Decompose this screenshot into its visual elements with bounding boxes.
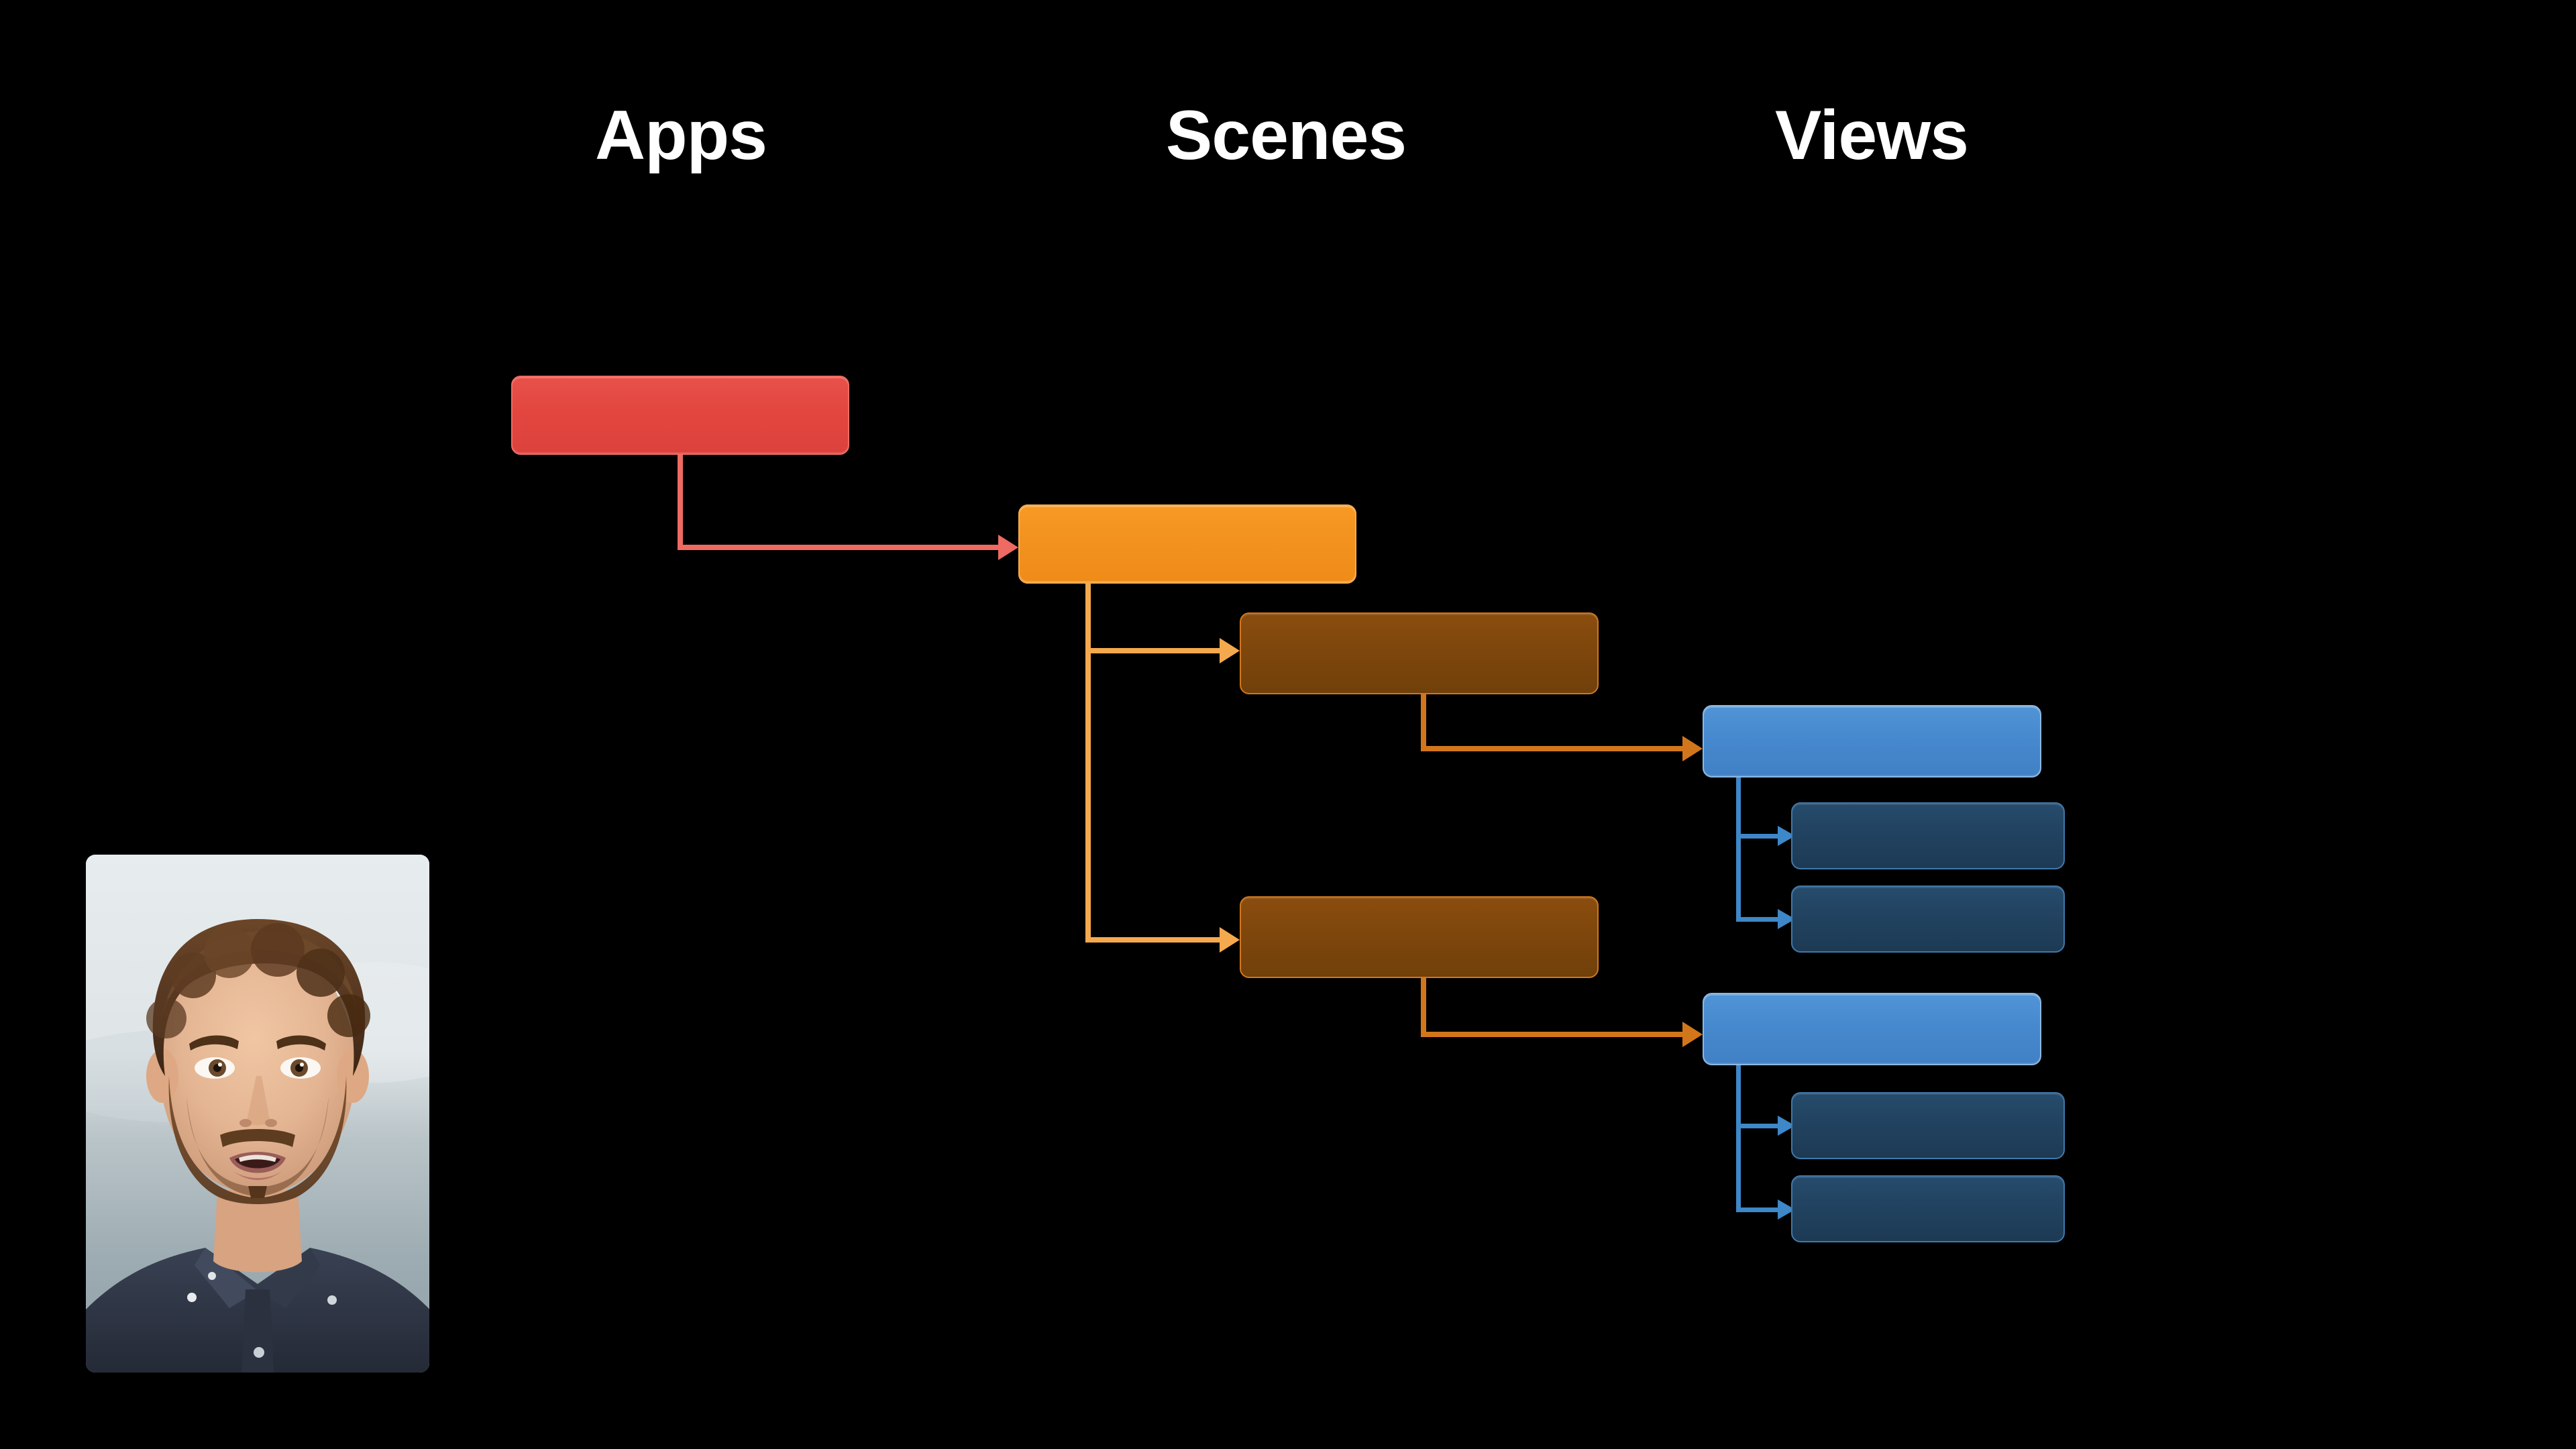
node-subview-1[interactable]: [1791, 802, 2065, 869]
connector-window-2-to-view-2-vertical: [1421, 978, 1426, 1037]
node-window-1[interactable]: [1240, 612, 1599, 694]
presenter-video-thumbnail: [86, 855, 429, 1373]
connector-window-2-to-view-2-arrowhead: [1682, 1022, 1703, 1047]
connector-window-1-to-view-1-arrowhead: [1682, 736, 1703, 761]
connector-window-2-to-view-2-horizontal: [1421, 1032, 1682, 1037]
connector-scene-to-window-1-horizontal: [1085, 648, 1220, 653]
connector-window-1-to-view-1-vertical: [1421, 694, 1426, 751]
connector-app-to-scene-arrowhead: [998, 535, 1018, 560]
connector-app-to-scene-vertical: [678, 455, 683, 550]
connector-view-2-trunk: [1736, 1065, 1741, 1212]
connector-scene-trunk: [1085, 584, 1091, 943]
connector-view-2-to-subview-3-horizontal: [1736, 1124, 1778, 1128]
connector-scene-to-window-2-horizontal: [1085, 937, 1220, 943]
connector-app-to-scene-horizontal: [678, 545, 998, 550]
connector-window-1-to-view-1-horizontal: [1421, 746, 1682, 751]
presenter-portrait: [86, 855, 429, 1373]
connector-view-2-to-subview-4-horizontal: [1736, 1208, 1778, 1212]
connector-view-1-trunk: [1736, 777, 1741, 922]
node-window-2[interactable]: [1240, 896, 1599, 978]
column-heading-views: Views: [1775, 97, 1969, 174]
connector-view-1-to-subview-2-horizontal: [1736, 917, 1778, 922]
node-subview-3[interactable]: [1791, 1092, 2065, 1159]
column-heading-scenes: Scenes: [1165, 97, 1407, 174]
node-subview-4[interactable]: [1791, 1175, 2065, 1242]
connector-scene-to-window-2-arrowhead: [1220, 927, 1240, 953]
connector-scene-to-window-1-arrowhead: [1220, 638, 1240, 663]
node-view-1[interactable]: [1703, 705, 2041, 777]
node-subview-2[interactable]: [1791, 885, 2065, 953]
node-view-2[interactable]: [1703, 993, 2041, 1065]
node-app[interactable]: [511, 376, 849, 455]
node-scene[interactable]: [1018, 504, 1356, 584]
column-heading-apps: Apps: [595, 97, 767, 174]
connector-view-1-to-subview-1-horizontal: [1736, 834, 1778, 839]
